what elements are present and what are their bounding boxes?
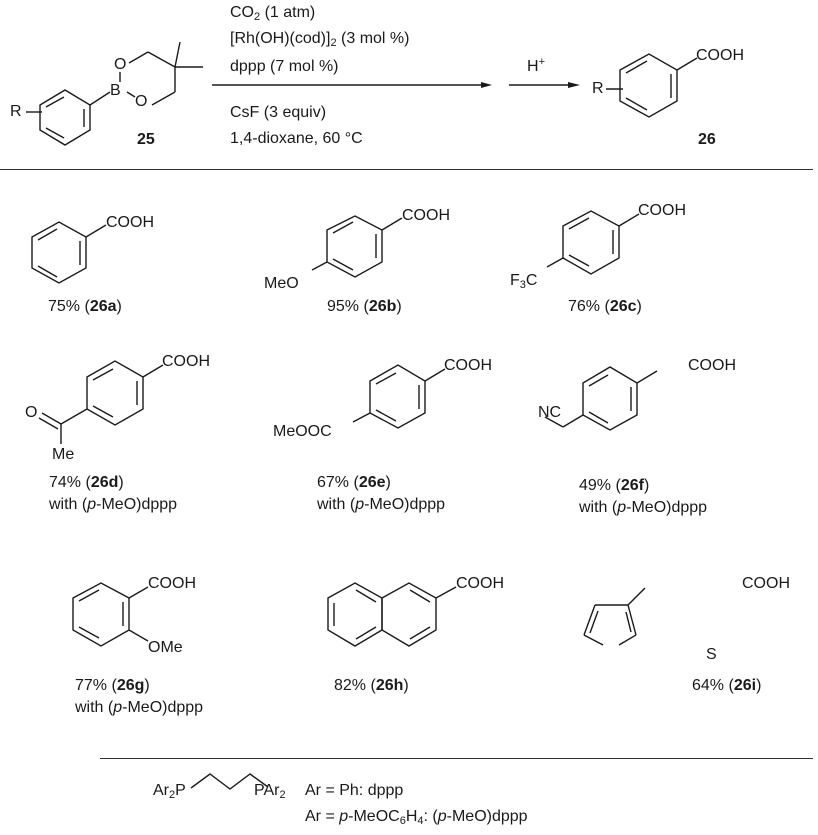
structure-26f (544, 366, 658, 431)
reactant-25-structure (26, 41, 203, 146)
yield-26h: 82% (26h) (334, 677, 409, 694)
group-26e-cooh: COOH (444, 357, 492, 374)
note-26e: with (p-MeO)dppp (317, 496, 446, 513)
group-26c-cooh: COOH (638, 202, 686, 219)
yield-26c: 76% (26c) (568, 298, 642, 315)
arrow-step2-head (568, 82, 580, 88)
group-26h-cooh: COOH (456, 575, 504, 592)
structure-26i (583, 587, 646, 646)
yield-26i: 64% (26i) (692, 677, 762, 694)
divider-top (0, 169, 813, 170)
reactant-substituent-r: R (10, 103, 22, 120)
atom-b: B (110, 82, 121, 99)
group-26g-methoxy: OMe (148, 639, 183, 656)
group-26i-sulfur: S (706, 646, 717, 663)
ligand-left-pr2: Ar2P (153, 782, 186, 801)
condition-co2: CO2 (1 atm) (230, 4, 316, 23)
group-26c-trifluoromethyl: F3C (510, 272, 538, 291)
note-26f: with (p-MeO)dppp (579, 499, 708, 516)
structure-26c (546, 210, 640, 275)
product-substituent-r: R (592, 80, 604, 97)
structure-26g (72, 582, 149, 647)
group-26d-carbonyl-o: O (25, 404, 38, 421)
condition-csf: CsF (3 equiv) (230, 104, 327, 121)
group-26d-methyl: Me (52, 446, 75, 463)
atom-o-top: O (114, 56, 127, 73)
condition-rh-catalyst: [Rh(OH)(cod)]2 (3 mol %) (230, 30, 410, 49)
condition-solvent-temp: 1,4-dioxane, 60 °C (230, 130, 363, 147)
reaction-arrows (212, 82, 580, 88)
structure-26b (311, 215, 403, 278)
structure-26a (31, 221, 107, 284)
ligand-definition-pmeo-dppp: Ar = p-MeOC6H4: (p-MeO)dppp (305, 808, 528, 827)
yield-26e: 67% (26e) (317, 474, 391, 491)
yield-26a: 75% (26a) (48, 298, 122, 315)
yield-26f: 49% (26f) (579, 477, 650, 494)
group-26a-cooh: COOH (106, 214, 154, 231)
compound-label-25: 25 (137, 131, 155, 148)
group-26b-cooh: COOH (402, 207, 450, 224)
group-26b-methoxy: MeO (264, 275, 299, 292)
yield-26b: 95% (26b) (327, 298, 402, 315)
arrow-step1-head (481, 82, 492, 88)
group-26g-cooh: COOH (148, 575, 196, 592)
product-26-structure (606, 53, 698, 118)
group-26e-ester: MeOOC (273, 423, 332, 440)
group-26f-cooh: COOH (688, 357, 736, 374)
product-acid-group: COOH (696, 47, 744, 64)
yield-26d: 74% (26d) (49, 474, 124, 491)
compound-label-26: 26 (698, 131, 716, 148)
structure-26h (327, 582, 457, 647)
ligand-definition-dppp: Ar = Ph: dppp (305, 782, 404, 799)
atom-o-bottom: O (135, 93, 148, 110)
ligand-propane-chain (190, 773, 269, 790)
reagent-acid: H+ (527, 56, 545, 76)
structure-26e (352, 364, 446, 429)
group-26f-cyanomethyl: NC (538, 404, 562, 421)
divider-bottom (100, 758, 813, 759)
condition-dppp: dppp (7 mol %) (230, 58, 339, 75)
yield-26g: 77% (26g) (75, 677, 150, 694)
note-26d: with (p-MeO)dppp (49, 496, 178, 513)
structure-26d (38, 360, 164, 444)
note-26g: with (p-MeO)dppp (75, 699, 204, 716)
ligand-right-pr2: PAr2 (254, 782, 286, 801)
benzene-ring (39, 89, 91, 146)
group-26i-cooh: COOH (742, 575, 790, 592)
group-26d-cooh: COOH (162, 353, 210, 370)
